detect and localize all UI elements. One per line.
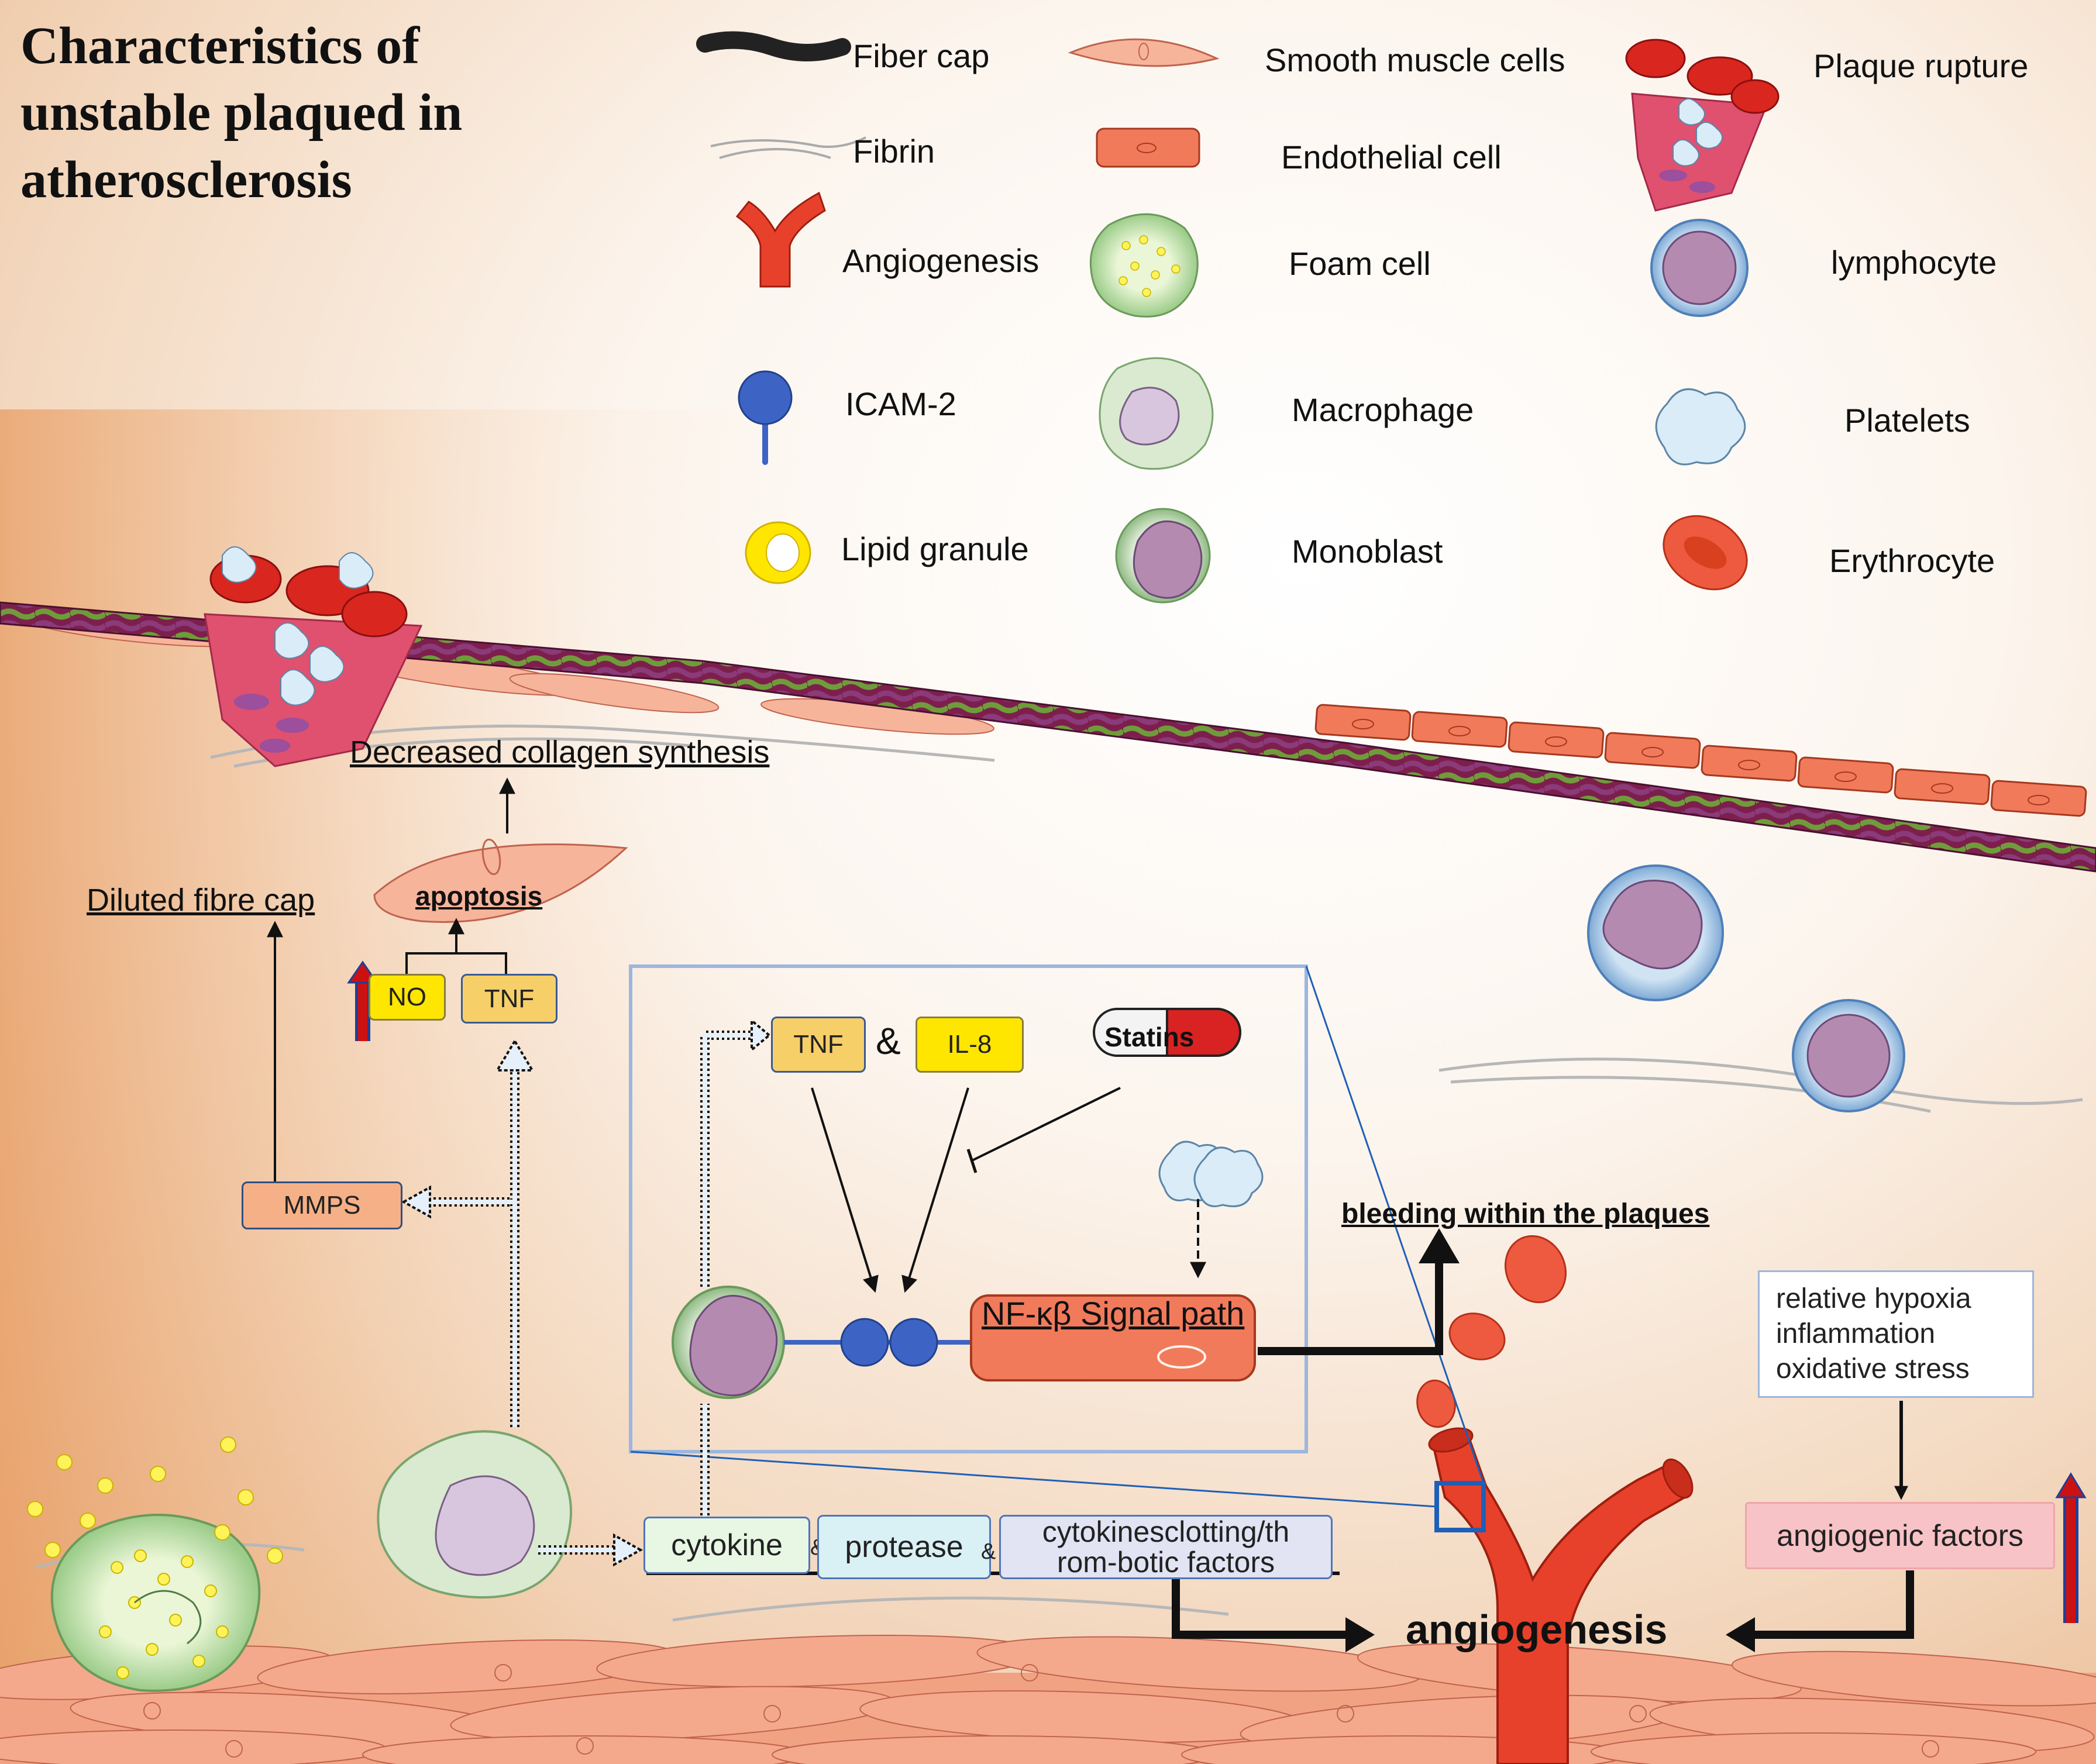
macrophage-icon	[1099, 357, 1214, 470]
nfkb-label: NF-κβ Signal path	[982, 1295, 1245, 1332]
erythrocyte-icon	[1663, 515, 1748, 591]
foam-cell-bottom	[27, 1436, 283, 1692]
decreased-collagen-label: Decreased collagen synthesis	[350, 735, 770, 770]
legend-label-lymphocyte: lymphocyte	[1831, 244, 1997, 281]
clotting-factors-box: cytokinesclotting/th rom-botic factors	[999, 1515, 1333, 1579]
legend-label-lipid-granule: Lipid granule	[841, 530, 1029, 567]
statins-capsule	[1093, 1008, 1241, 1057]
endothelial-row	[1314, 704, 2087, 817]
tnf-box-inset: TNF	[771, 1017, 866, 1073]
lymphocyte-icon	[1650, 219, 1749, 317]
foam-cell-icon	[1089, 213, 1199, 318]
icam-pair	[784, 1318, 983, 1367]
icam-icon	[738, 370, 793, 465]
il8-box: IL-8	[916, 1017, 1024, 1073]
fibrin-icon	[710, 136, 866, 159]
legend-label-fibrin: Fibrin	[853, 133, 935, 170]
legend-label-endothelial: Endothelial cell	[1281, 139, 1502, 175]
endothelial-icon	[1096, 128, 1200, 168]
legend-label-plaque-rupture: Plaque rupture	[1813, 47, 2029, 84]
lymphocytes-right	[1587, 864, 1905, 1112]
fiber-cap-icon	[696, 31, 851, 61]
angiogenesis-icon	[735, 191, 826, 288]
increase-arrow-angiogenic	[2055, 1472, 2087, 1623]
legend-label-platelets: Platelets	[1844, 402, 1970, 439]
smooth-muscle-layer	[0, 1634, 2096, 1764]
legend-label-macrophage: Macrophage	[1292, 391, 1474, 428]
protease-box: protease	[817, 1515, 991, 1579]
nfkb-endothelial-cell	[970, 1294, 1256, 1381]
fibrin-strands	[35, 724, 2083, 1622]
bleeding-erythrocytes	[1416, 1235, 1567, 1428]
bleeding-label: bleeding within the plaques	[1341, 1198, 1710, 1229]
legend-label-fiber-cap: Fiber cap	[853, 37, 990, 74]
tnf-box-left: TNF	[461, 974, 557, 1024]
legend-label-angiogenesis: Angiogenesis	[842, 242, 1040, 279]
angiogenic-factors-box: angiogenic factors	[1745, 1502, 2055, 1569]
inset-frame	[629, 964, 1308, 1453]
monoblast-icon	[1115, 508, 1211, 604]
cytokine-box: cytokine	[643, 1517, 810, 1574]
platelets-icon	[1655, 388, 1746, 466]
monoblast-inset	[672, 1286, 785, 1399]
statins-label: Statins	[1104, 1022, 1195, 1052]
ampersand-2: &	[981, 1539, 996, 1564]
apoptotic-smc	[373, 843, 628, 923]
plaque-rupture-site	[204, 546, 423, 767]
legend-label-icam2: ICAM-2	[845, 385, 956, 422]
legend-label-erythrocyte: Erythrocyte	[1829, 542, 1995, 579]
stress-box: relative hypoxia inflammation oxidative …	[1758, 1270, 2034, 1398]
diluted-cap-label: Diluted fibre cap	[87, 883, 315, 918]
macrophage-bottom	[377, 1430, 572, 1599]
smooth-muscle-icon	[1068, 38, 1220, 67]
lipid-granule-icon	[745, 521, 811, 584]
angiogenesis-main-label: angiogenesis	[1406, 1607, 1668, 1652]
apoptosis-label: apoptosis	[415, 881, 543, 911]
legend-label-monoblast: Monoblast	[1292, 533, 1443, 570]
legend-label-foam-cell: Foam cell	[1289, 245, 1431, 282]
mmps-box: MMPS	[242, 1181, 402, 1229]
legend-label-smooth-muscle: Smooth muscle cells	[1265, 42, 1565, 78]
ampersand-inset: &	[876, 1020, 901, 1062]
page-title: Characteristics of unstable plaqued in a…	[20, 17, 463, 209]
platelet-cluster-inset	[1158, 1141, 1264, 1207]
no-box: NO	[369, 974, 446, 1021]
angiogenesis-vessel	[1428, 1427, 1694, 1764]
plaque-rupture-icon	[1625, 39, 1780, 212]
